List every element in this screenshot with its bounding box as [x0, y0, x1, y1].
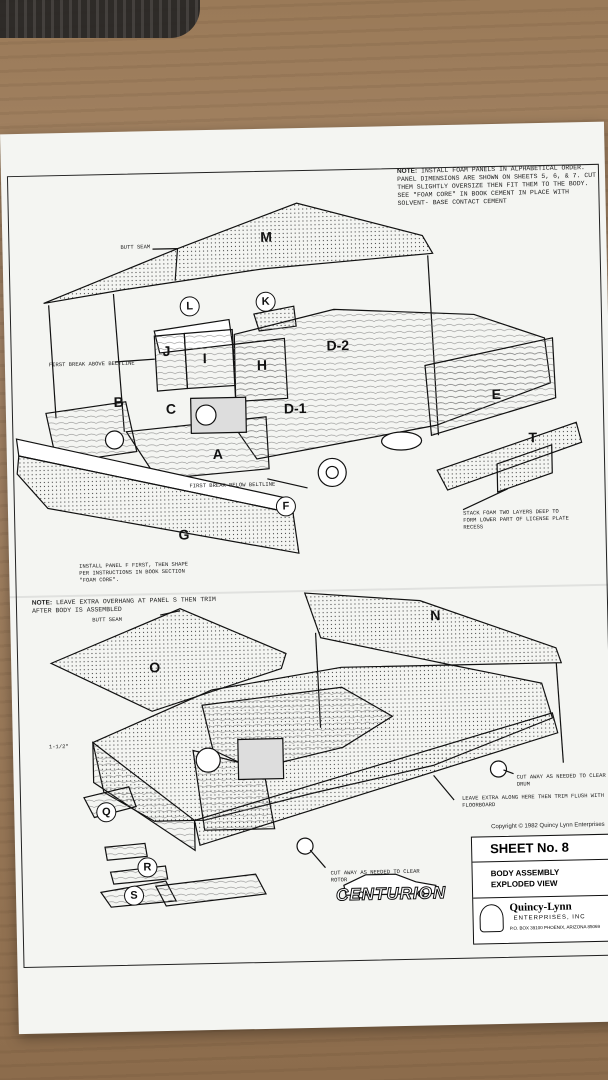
panel-label-o: O: [149, 659, 161, 676]
panel-label-b: B: [113, 393, 124, 411]
sheet-subtitle: BODY ASSEMBLY EXPLODED VIEW: [472, 859, 608, 899]
exploded-diagram: [15, 202, 583, 908]
callout-butt-seam-bottom: BUTT SEAM: [92, 615, 123, 624]
install-note-body: INSTALL FOAM PANELS IN ALPHABETICAL ORDE…: [397, 164, 597, 208]
company-block: Quincy-Lynn ENTERPRISES, INC P.O. BOX 39…: [473, 896, 608, 941]
panel-label-g: G: [178, 526, 190, 543]
callout-butt-seam-top: BUTT SEAM: [120, 243, 151, 251]
panel-label-h: H: [256, 356, 268, 373]
panel-m-shape: [43, 202, 434, 305]
centurion-logo: CENTURION: [335, 883, 447, 905]
overhang-note-prefix: NOTE:: [31, 599, 53, 607]
install-note-prefix: NOTE:: [396, 167, 418, 176]
callout-cut-away-drum: CUT AWAY AS NEEDED TO CLEAR DRUM: [516, 771, 606, 788]
panel-label-d2: D-2: [326, 337, 350, 354]
panel-label-i: I: [202, 350, 207, 367]
blueprint-sheet: NOTE: INSTALL FOAM PANELS IN ALPHABETICA…: [0, 121, 608, 1035]
panel-label-m: M: [260, 228, 273, 245]
company-name: Quincy-Lynn: [509, 900, 572, 914]
callout-install-panel-f: INSTALL PANEL F FIRST, THEN SHAPE PER IN…: [79, 560, 189, 584]
callout-stack-foam: STACK FOAM TWO LAYERS DEEP TO FORM LOWER…: [463, 507, 569, 531]
title-block: SHEET No. 8 BODY ASSEMBLY EXPLODED VIEW …: [470, 833, 608, 945]
callout-cut-away-rotor: CUT AWAY AS NEEDED TO CLEAR ROTOR: [330, 867, 420, 884]
panel-label-e: E: [491, 385, 502, 403]
panel-label-j: J: [162, 342, 171, 359]
overhang-note-body: LEAVE EXTRA OVERHANG AT PANEL S THEN TRI…: [31, 595, 217, 615]
company-logo-icon: [479, 903, 504, 933]
sheet-subtitle-line-2: EXPLODED VIEW: [490, 878, 558, 890]
install-note: NOTE: INSTALL FOAM PANELS IN ALPHABETICA…: [397, 164, 598, 208]
coiled-cable: [0, 0, 200, 38]
panel-label-n: N: [430, 607, 441, 624]
panel-label-t: T: [528, 429, 538, 446]
panel-label-d1: D-1: [283, 399, 307, 417]
company-subtitle: ENTERPRISES, INC: [513, 914, 586, 922]
panel-label-a: A: [212, 445, 224, 462]
panel-label-c: C: [165, 400, 177, 417]
company-address: P.O. BOX 39100 PHOENIX, ARIZONA 85069: [509, 923, 601, 931]
callout-dimension: 1-1/2": [48, 743, 69, 751]
sheet-number: SHEET No. 8: [471, 834, 608, 863]
